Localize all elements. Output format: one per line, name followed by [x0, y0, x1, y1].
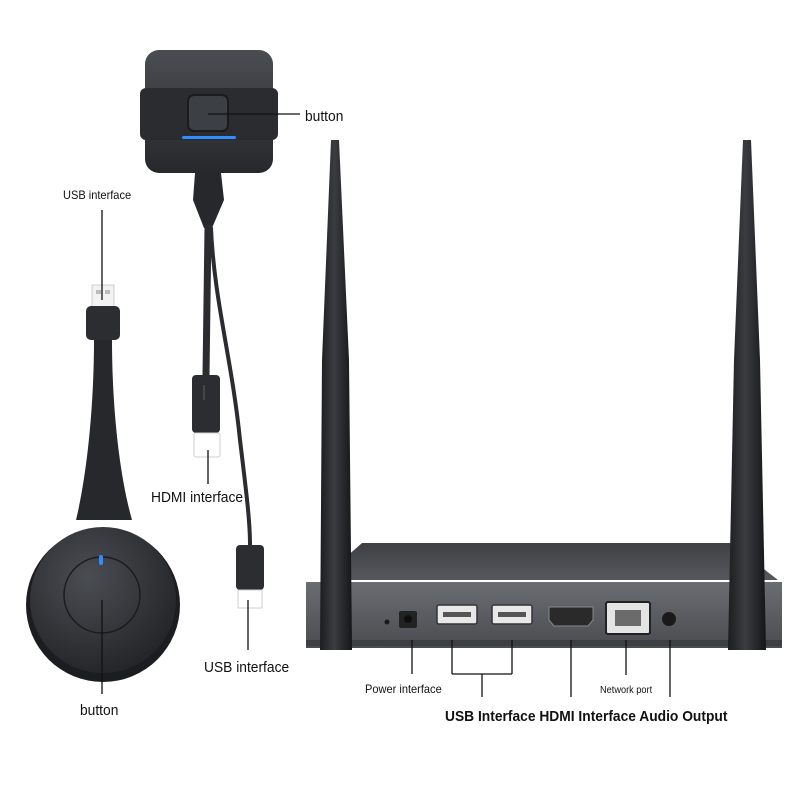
receiver-box — [306, 543, 782, 648]
usb-plug-bottom — [236, 545, 264, 609]
label-port-list: USB Interface HDMI Interface Audio Outpu… — [445, 708, 728, 725]
label-network-port: Network port — [600, 685, 653, 696]
led-indicator-icon — [182, 136, 236, 139]
transmitter-cables — [202, 224, 252, 547]
hdmi-port — [548, 606, 594, 627]
antenna-left — [320, 140, 352, 650]
label-usb-interface-bottom: USB interface — [204, 659, 290, 676]
puck-led-icon — [99, 555, 103, 565]
audio-jack — [662, 612, 676, 626]
label-hdmi-interface: HDMI interface — [151, 489, 244, 506]
leader-lines — [101, 113, 671, 697]
antenna-right — [728, 140, 766, 650]
label-usb-interface-left: USB interface — [63, 188, 132, 202]
label-top-button: button — [305, 108, 344, 125]
label-bottom-button: button — [80, 702, 119, 719]
receiver-ports — [384, 601, 676, 635]
reset-hole — [384, 619, 390, 625]
transmitter-puck — [26, 284, 180, 682]
transmitter-square — [140, 50, 278, 228]
label-power-interface: Power interface — [365, 682, 442, 696]
hdmi-plug — [192, 375, 221, 458]
